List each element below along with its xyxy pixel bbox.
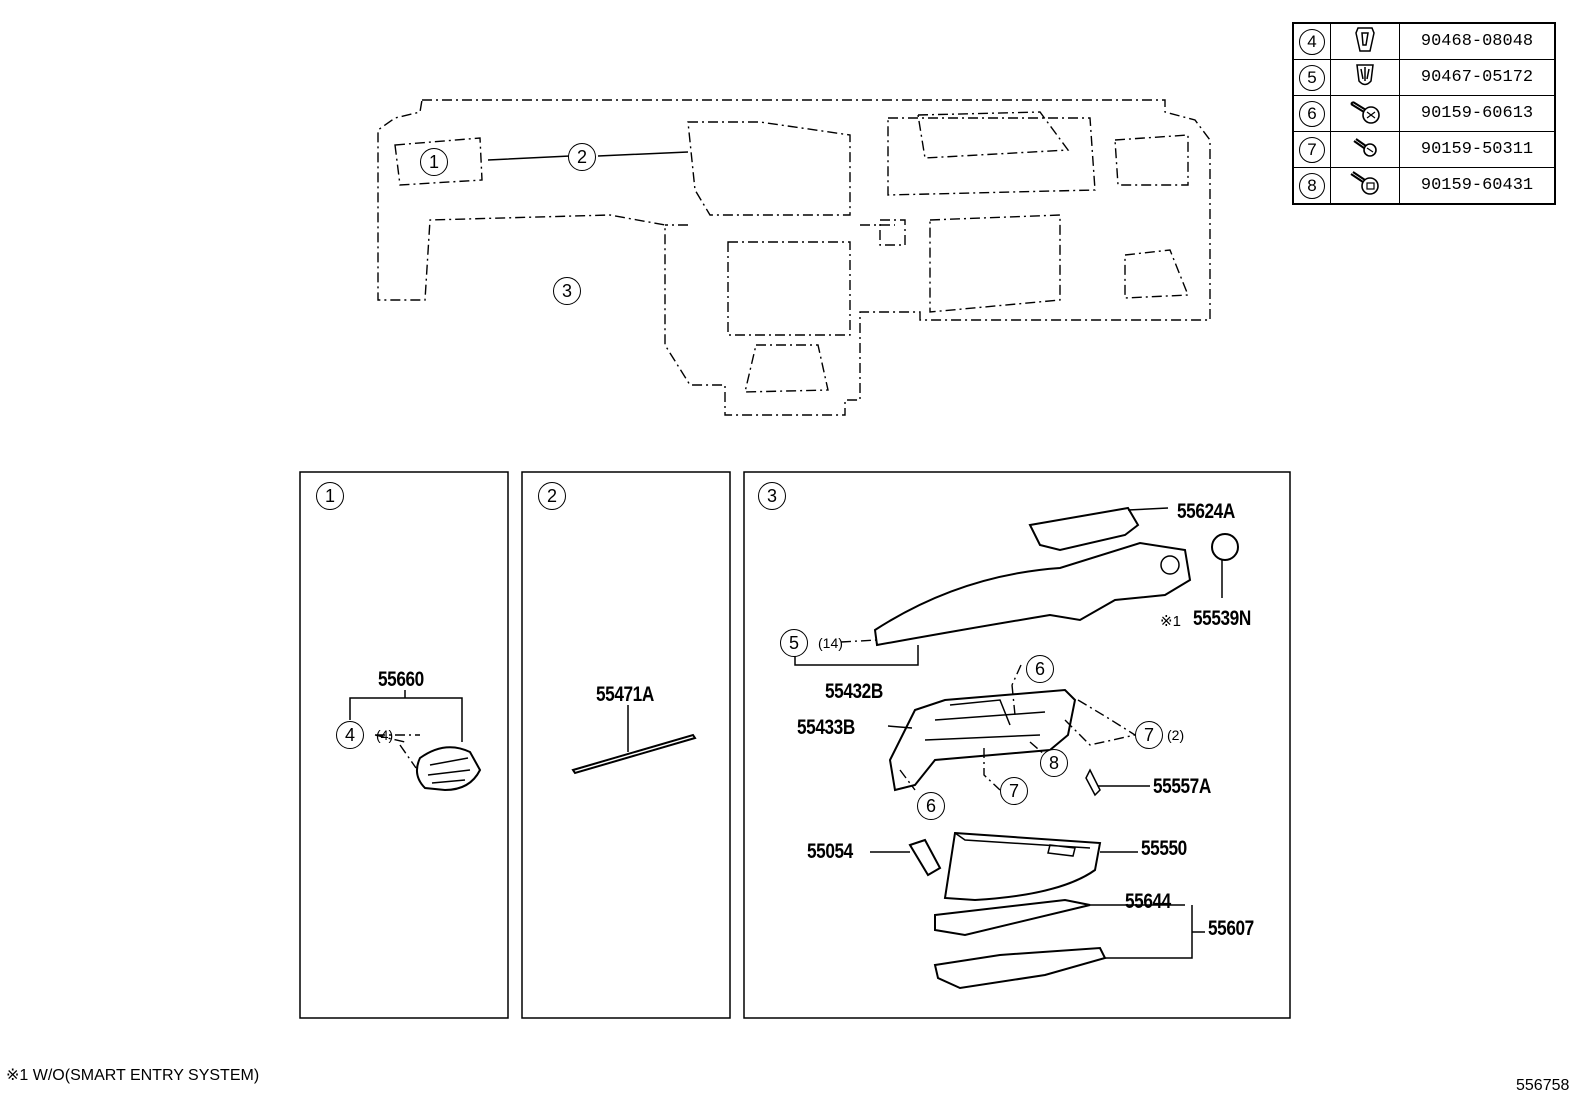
callout-5: 5 [780,629,808,657]
footnote-mark: ※1 [1160,613,1181,630]
fastener-row: 5 90467-05172 [1292,59,1556,96]
part-55433B-label: 55433B [797,716,855,739]
screw-icon [1350,101,1380,124]
qty-4: (4) [376,727,394,743]
callout-4: 4 [336,721,364,749]
ref-circle: 5 [1299,64,1325,91]
panel-1-number: 1 [316,482,344,510]
screw-icon [1353,138,1377,157]
footnote: ※1 W/O(SMART ENTRY SYSTEM) [6,1067,260,1084]
part-55624A-label: 55624A [1177,500,1235,523]
part-55557A-label: 55557A [1153,775,1211,798]
panel-3-number: 3 [758,482,786,510]
part-number: 90467-05172 [1399,59,1556,96]
part-55607-label: 55607 [1208,917,1254,940]
callout-6-top: 6 [1026,655,1054,683]
callout-7-right: 7 [1135,721,1163,749]
part-number: 90159-60613 [1399,95,1556,132]
clip-icon [1356,64,1374,86]
dashboard-outline [377,99,1211,416]
callout-8: 8 [1040,749,1068,777]
overview-callout-2: 2 [568,143,596,171]
screw-icon [1350,171,1379,195]
ref-circle: 8 [1299,172,1325,199]
fastener-row: 6 90159-60613 [1292,95,1556,132]
part-55471A-label: 55471A [596,683,654,706]
qty-7: (2) [1167,727,1185,743]
panel-2-number: 2 [538,482,566,510]
part-55054-drawing [908,838,942,877]
part-55054-label: 55054 [807,840,853,863]
part-55550-label: 55550 [1141,837,1187,860]
part-55624A-drawing [1028,506,1140,552]
clip-icon [1355,27,1375,52]
part-55660-label: 55660 [378,668,424,691]
callout-7-bottom: 7 [1000,777,1028,805]
part-55539N-drawing [1211,533,1239,561]
part-55644-drawing [934,898,1091,937]
part-55432B-drawing [873,541,1192,647]
part-55432B-label: 55432B [825,680,883,703]
vent-drawing [415,746,482,792]
ref-circle: 7 [1299,136,1325,163]
part-number: 90468-08048 [1399,22,1556,60]
part-55644-label: 55644 [1125,890,1171,913]
part-55607-drawing [933,946,1107,990]
fastener-table: 4 90468-08048 5 90467-05172 6 90159-6061… [1292,22,1556,205]
fastener-row: 4 90468-08048 [1292,22,1556,60]
panel-1-frame [299,471,509,1019]
qty-5: (14) [818,635,843,651]
fastener-row: 7 90159-50311 [1292,131,1556,168]
ref-circle: 4 [1299,28,1325,55]
callout-6-bottom: 6 [917,792,945,820]
fastener-row: 8 90159-60431 [1292,167,1556,205]
overview-callout-1: 1 [420,148,448,176]
ref-circle: 6 [1299,100,1325,127]
overview-callout-3: 3 [553,277,581,305]
part-number: 90159-50311 [1399,131,1556,168]
part-55539N-label: 55539N [1193,607,1251,630]
figure-id: 556758 [1516,1077,1570,1094]
part-number: 90159-60431 [1399,167,1556,205]
part-55550-drawing [943,831,1102,902]
panel-2-frame [521,471,731,1019]
moulding-strip [571,733,697,775]
panel-3-frame [743,471,1291,1019]
